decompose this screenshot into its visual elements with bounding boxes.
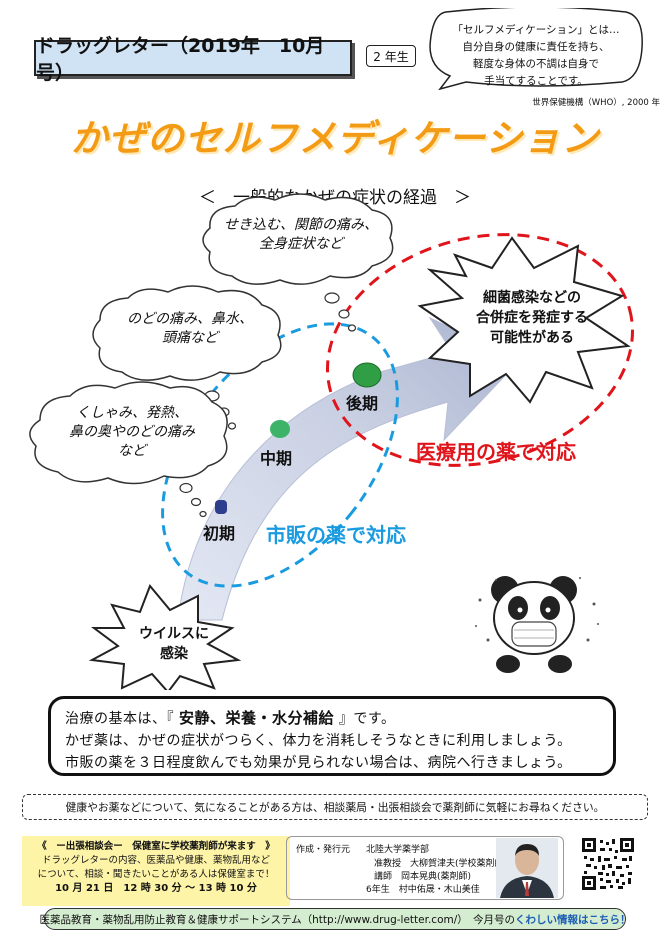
consultation-note: 健康やお薬などについて、気になることがある方は、相談薬局・出張相談会で薬剤師に気… [22, 794, 648, 820]
who-source: 世界保健機構（WHO）, 2000 年 [532, 98, 660, 108]
cloud-line: せき込む、関節の痛み、 [224, 217, 378, 233]
burst-line: 可能性がある [490, 330, 574, 346]
who-line: 手当てすることです。 [484, 75, 588, 87]
virus-burst-text: ウイルスに 感染 [118, 624, 230, 664]
author-line: 准教授 大柳賀津夫(学校薬剤師) [374, 859, 508, 869]
cloud-line: 鼻の奥やのどの痛み [69, 424, 195, 440]
mid-stage-marker [270, 420, 290, 438]
basic-line-1: 治療の基本は、『 安静、栄養・水分補給 』です。 [65, 707, 599, 730]
author-box [286, 836, 564, 900]
early-stage-marker [215, 500, 227, 514]
cloud-line: 頭痛など [162, 330, 218, 346]
cloud-line: など [118, 443, 146, 459]
cloud-late-shape [202, 193, 394, 285]
grade-badge: 2 年生 [366, 45, 416, 67]
event-line: ドラッグレターの内容、医薬品や健康、薬物乱用など [41, 855, 270, 866]
qr-code[interactable] [582, 838, 634, 890]
author-org: 北陸大学薬学部 [366, 845, 430, 855]
panda-mask-illustration [475, 576, 599, 673]
cloud-early-shape [29, 381, 228, 485]
medical-label: 医療用の薬で対応 [416, 440, 576, 464]
bacterial-burst-shape [417, 236, 631, 404]
basic-suffix: 』です。 [338, 711, 396, 727]
stage-early: 初期 [203, 524, 236, 543]
footer-text: 医薬品教育・薬物乱用防止教育＆健康サポートシステム（http://www.dru… [39, 913, 516, 926]
treatment-basics-box: 治療の基本は、『 安静、栄養・水分補給 』です。 かぜ薬は、かぜの症状がつらく、… [48, 696, 616, 776]
cloud-line: くしゃみ、発熱、 [76, 405, 188, 421]
otc-range-ellipse [161, 322, 399, 588]
cloud-line: のどの痛み、鼻水、 [127, 311, 253, 327]
event-line: について、相談・聞きたいことがある人は保健室まで！ [37, 869, 275, 880]
event-time: 10 月 21 日 12 時 30 分 ～ 13 時 10 分 [55, 883, 257, 894]
basic-line-2: かぜ薬は、かぜの症状がつらく、体力を消耗しそうなときに利用しましょう。 [65, 733, 572, 749]
burst-line: 細菌感染などの [483, 290, 581, 306]
virus-burst-shape [88, 584, 242, 690]
who-line: 自分自身の健康に責任を持ち、 [462, 41, 610, 53]
event-title: 《 ー出張相談会ー 保健室に学校薬剤師が来ます 》 [37, 841, 275, 852]
cloud-line: 全身症状など [259, 236, 343, 252]
stage-late: 後期 [346, 394, 379, 413]
who-line: 「セルフメディケーション」とは… [452, 24, 620, 36]
author-line: 講師 岡本晃典(薬剤師) [374, 872, 472, 882]
author-label: 作成・発行元 [296, 845, 351, 855]
burst-line: 合併症を発症する [476, 310, 588, 326]
footer-link-banner[interactable]: 医薬品教育・薬物乱用防止教育＆健康サポートシステム（http://www.dru… [39, 908, 631, 930]
symptom-progress-diagram [29, 193, 634, 690]
stage-mid: 中期 [260, 449, 293, 468]
cloud-mid-shape [92, 285, 282, 381]
basic-emphasis: 安静、栄養・水分補給 [178, 709, 334, 727]
speech-bubble-shape [429, 8, 643, 90]
bacterial-burst-text: 細菌感染などの 合併症を発症する 可能性がある [462, 288, 602, 348]
author-portrait [496, 838, 558, 898]
burst-line: ウイルスに [139, 626, 209, 642]
otc-label: 市販の薬で対応 [266, 523, 406, 547]
cloud-mid-text: のどの痛み、鼻水、 頭痛など [110, 310, 270, 348]
who-line: 軽度な身体の不調は自身で [473, 58, 599, 70]
newsletter-title: ドラッグレター（2019年 10月号） [34, 35, 352, 84]
basic-line-3: 市販の薬を３日程度飲んでも効果が見られない場合は、病院へ行きましょう。 [65, 755, 572, 771]
cloud-late-text: せき込む、関節の痛み、 全身症状など [218, 216, 384, 254]
footer-highlight[interactable]: くわしい情報はこちら！ [515, 913, 631, 926]
burst-line: 感染 [160, 646, 188, 662]
medical-range-ellipse [326, 233, 634, 467]
author-line: 6年生 村中佑晟・木山美佳 [366, 885, 480, 895]
main-title: かぜのセルフメディケーション [70, 117, 600, 160]
basic-prefix: 治療の基本は、『 [65, 711, 174, 727]
cloud-early-text: くしゃみ、発熱、 鼻の奥やのどの痛み など [44, 404, 220, 461]
who-definition: 「セルフメディケーション」とは… 自分自身の健康に責任を持ち、 軽度な身体の不調… [436, 22, 636, 90]
late-stage-marker [352, 362, 382, 388]
consultation-event-box: 《 ー出張相談会ー 保健室に学校薬剤師が来ます 》 ドラッグレターの内容、医薬品… [22, 836, 290, 906]
